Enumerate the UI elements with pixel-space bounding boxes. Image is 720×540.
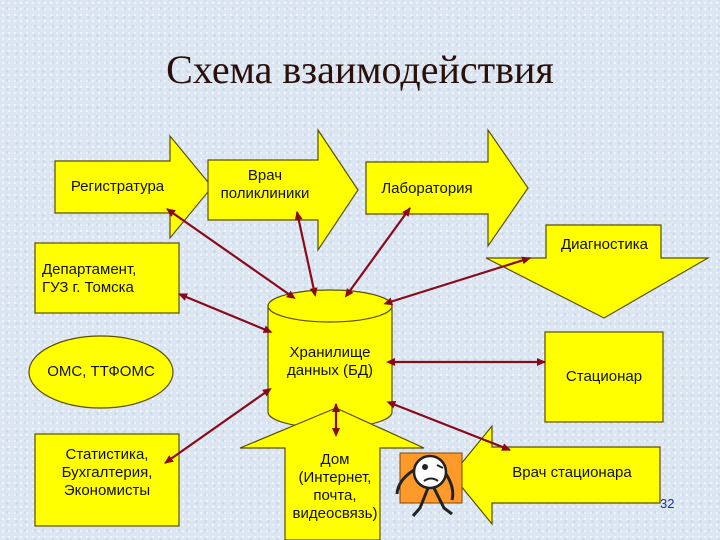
laboratory-label: Лаборатория — [381, 180, 473, 197]
oms-label: ОМС, ТТФОМС — [47, 363, 155, 380]
connector-storage-laboratory — [344, 207, 411, 298]
home-label-line2: (Интернет, — [298, 469, 372, 486]
diagnostics-arrow-shape — [485, 224, 711, 319]
department-label-line1: Департамент, — [42, 261, 137, 278]
storage-cylinder-top — [267, 289, 393, 323]
stats-label-line1: Статистика, — [65, 446, 149, 463]
home-label-line1: Дом — [320, 451, 350, 468]
connector-storage-registry — [166, 208, 296, 300]
storage-label-line2: данных (БД) — [286, 362, 374, 379]
doctor-polyclinic-label-line2: поликлиники — [220, 185, 310, 202]
doctor-polyclinic-label: Врач поликлиники — [210, 167, 320, 203]
connector-storage-diagnostics — [383, 256, 531, 306]
home-label-line3: почта, — [313, 487, 357, 504]
connector-storage-department — [178, 292, 273, 333]
diagnostics-label: Диагностика — [561, 236, 648, 253]
stats-label-line3: Экономисты — [63, 482, 151, 499]
stats-box-shape — [34, 433, 180, 527]
page-number: 32 — [660, 496, 675, 511]
page-title: Схема взаимодействия — [166, 47, 554, 92]
registry-label: Регистратура — [70, 178, 165, 195]
department-label-line2: ГУЗ г. Томска — [42, 279, 134, 296]
stats-label-line2: Бухгалтерия, — [61, 464, 153, 481]
hospital-box-shape — [544, 331, 664, 423]
department-label: Департамент, ГУЗ г. Томска — [42, 261, 177, 297]
doctor-hospital-label: Врач стационара — [512, 464, 632, 481]
connector-storage-stats — [164, 387, 272, 464]
home-label: Дом (Интернет, почта, видеосвязь) — [278, 451, 392, 523]
home-label-line4: видеосвязь) — [292, 505, 378, 522]
storage-label-line1: Хранилище — [289, 344, 371, 361]
hospital-label: Стационар — [565, 368, 643, 385]
department-box-shape — [34, 242, 180, 314]
connector-storage-doctor-polyclinic — [294, 211, 318, 297]
patient-figure-icon — [395, 452, 463, 517]
oms-ellipse-shape — [28, 335, 174, 409]
doctor-polyclinic-label-line1: Врач — [247, 167, 283, 184]
connector-storage-doctor-hospital — [386, 401, 511, 452]
storage-label: Хранилище данных (БД) — [268, 344, 392, 380]
stats-label: Статистика, Бухгалтерия, Экономисты — [35, 446, 179, 500]
